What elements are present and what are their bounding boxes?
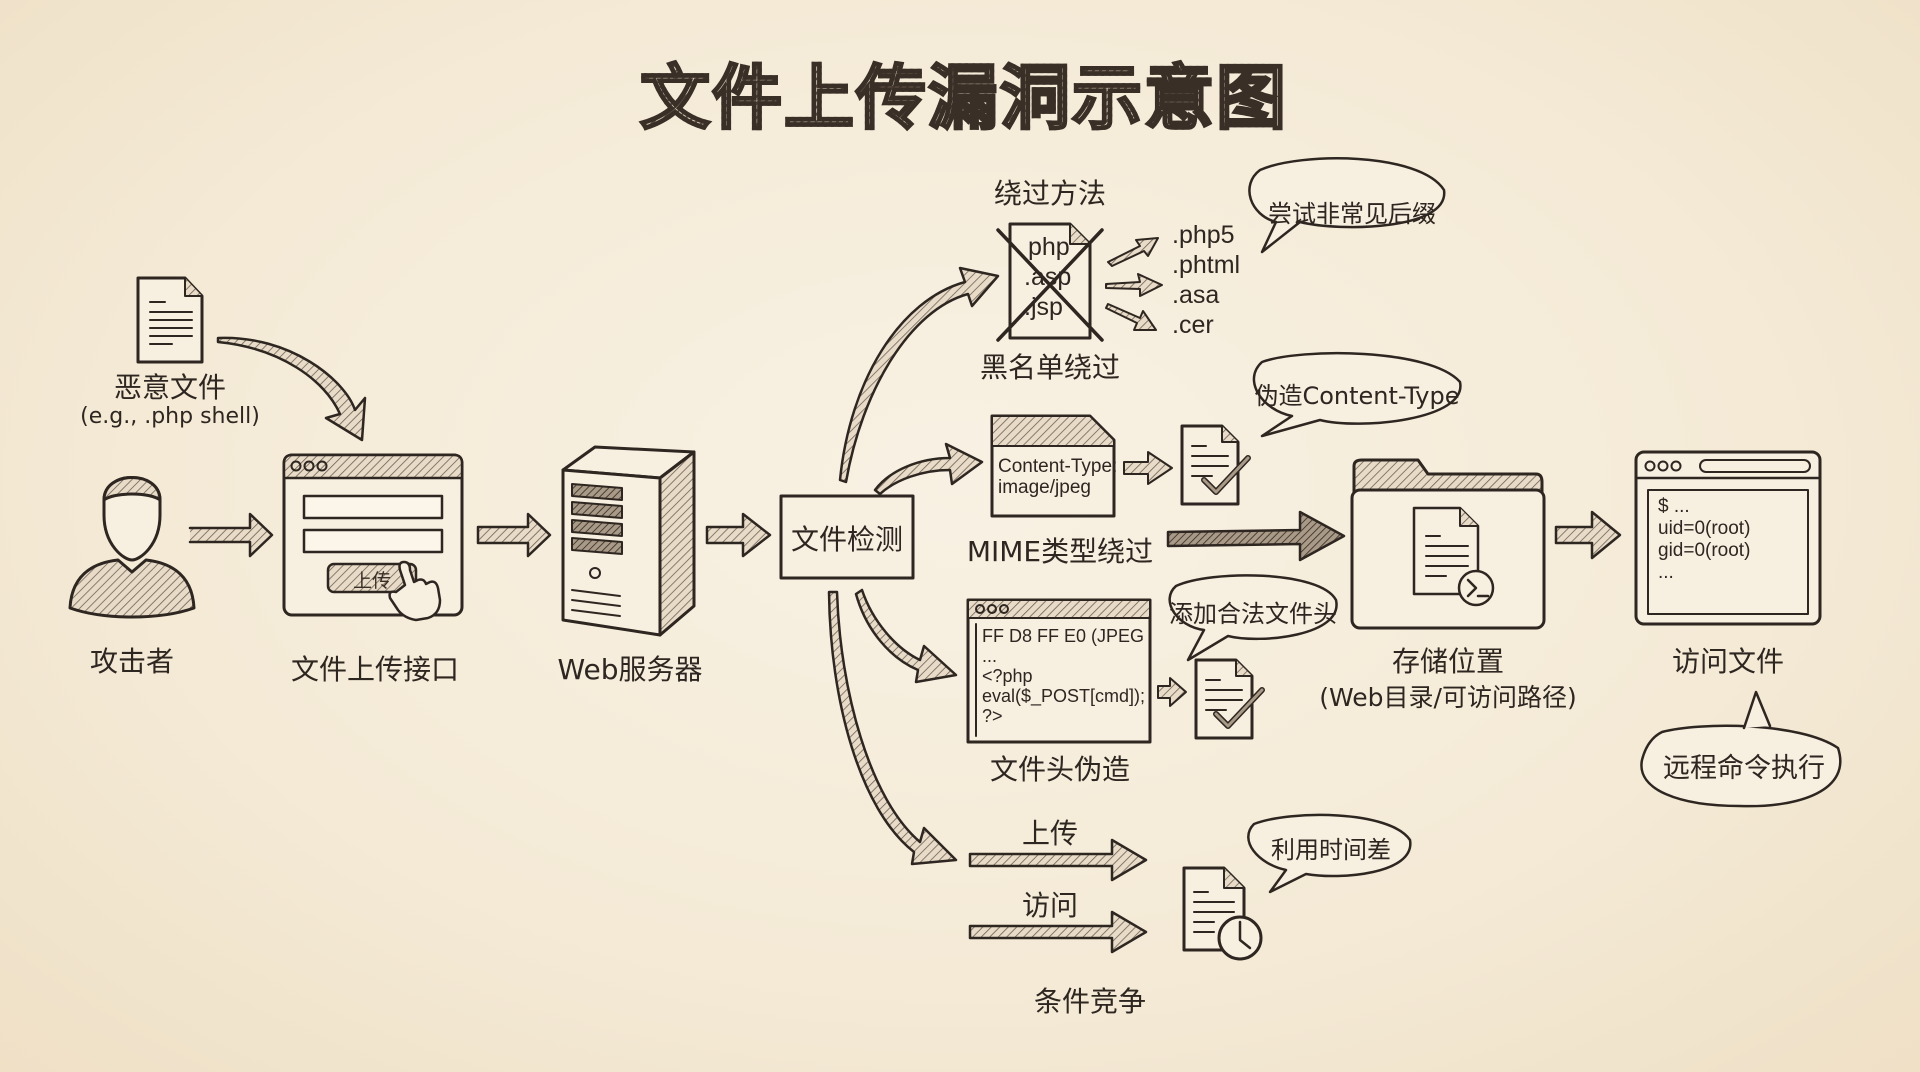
code-line: <?php bbox=[982, 666, 1033, 686]
code-line: ... bbox=[982, 646, 998, 666]
arrow-interface-to-server bbox=[476, 512, 552, 558]
mime-bubble-text: 伪造Content-Type bbox=[1254, 382, 1460, 410]
access-terminal-window-icon bbox=[1634, 450, 1822, 626]
blacklist-small-arrows bbox=[1105, 237, 1163, 331]
code-line: FF D8 FF E0 (JPEG bbox=[982, 626, 1145, 646]
storage-folder-icon bbox=[1350, 458, 1546, 630]
web-server-icon bbox=[561, 445, 696, 637]
access-file-label: 访问文件 bbox=[1671, 645, 1784, 678]
race-document-clock-icon bbox=[1182, 866, 1263, 961]
race-access-label: 访问 bbox=[1021, 889, 1078, 922]
web-server-label: Web服务器 bbox=[557, 653, 703, 686]
blacklist-crossed-document-icon bbox=[996, 222, 1104, 342]
terminal-line: $ ... bbox=[1658, 496, 1690, 517]
race-bubble-text: 利用时间差 bbox=[1271, 836, 1391, 864]
terminal-line: ... bbox=[1658, 562, 1674, 583]
code-line: ?> bbox=[982, 706, 1003, 726]
mime-line: Content-Type: bbox=[998, 456, 1118, 477]
mime-line: image/jpeg bbox=[998, 477, 1091, 498]
alt-ext: .cer bbox=[1172, 311, 1214, 339]
blocked-ext: .jsp bbox=[1024, 293, 1063, 321]
mime-request-document-icon bbox=[990, 414, 1116, 518]
blocked-ext: .asp bbox=[1024, 263, 1072, 291]
header-accepted-document-icon bbox=[1194, 658, 1265, 740]
blacklist-bubble-text: 尝试非常见后缀 bbox=[1268, 200, 1436, 228]
code-line: eval($_POST[cmd]); bbox=[982, 686, 1146, 706]
upload-interface-label: 文件上传接口 bbox=[290, 653, 459, 686]
file-check-box bbox=[779, 494, 915, 580]
arrow-mime-to-check bbox=[1123, 451, 1173, 485]
malicious-file-label: 恶意文件 bbox=[113, 371, 226, 404]
alternative-extensions: .php5 .phtml .asa .cer bbox=[1172, 220, 1240, 340]
race-upload-label: 上传 bbox=[1021, 817, 1078, 850]
race-label: 条件竞争 bbox=[1033, 985, 1146, 1018]
rce-bubble-text: 远程命令执行 bbox=[1663, 753, 1825, 784]
mime-content-type: Content-Type: image/jpeg bbox=[998, 456, 1117, 498]
arrow-to-blacklist bbox=[838, 266, 1000, 484]
storage-label: 存储位置 bbox=[1391, 645, 1504, 678]
curved-arrow-file-to-interface bbox=[216, 336, 367, 442]
alt-ext: .php5 bbox=[1172, 221, 1235, 249]
arrow-storage-to-access bbox=[1554, 510, 1622, 560]
terminal-output: $ ... uid=0(root) gid=0(root) ... bbox=[1658, 496, 1750, 584]
upload-interface-window-icon bbox=[282, 453, 464, 622]
blacklist-label: 黑名单绕过 bbox=[979, 351, 1120, 384]
terminal-line: uid=0(root) bbox=[1658, 518, 1751, 539]
file-header-code-window-icon bbox=[966, 598, 1152, 744]
page-title: 文件上传漏洞示意图 bbox=[639, 42, 1288, 143]
mime-accepted-document-icon bbox=[1180, 424, 1251, 506]
terminal-line: gid=0(root) bbox=[1658, 540, 1751, 561]
malicious-file-sublabel: (e.g., .php shell) bbox=[80, 404, 260, 429]
arrow-to-header bbox=[854, 588, 958, 684]
speech-bubbles bbox=[1168, 157, 1842, 894]
arrow-to-mime bbox=[873, 442, 984, 496]
alt-ext: .asa bbox=[1172, 281, 1220, 309]
header-code: FF D8 FF E0 (JPEG ... <?php eval($_POST[… bbox=[982, 626, 1145, 726]
file-check-label: 文件检测 bbox=[790, 523, 903, 556]
race-upload-arrow bbox=[968, 838, 1148, 882]
attacker-person-icon bbox=[68, 476, 196, 619]
alt-ext: .phtml bbox=[1172, 251, 1241, 279]
blocked-ext: php bbox=[1028, 233, 1070, 261]
race-access-arrow bbox=[968, 910, 1148, 954]
malicious-file-document-icon bbox=[136, 276, 204, 364]
upload-button[interactable]: 上传 bbox=[352, 570, 391, 592]
mime-label: MIME类型绕过 bbox=[966, 535, 1154, 568]
arrow-server-to-check bbox=[705, 512, 772, 558]
bypass-heading: 绕过方法 bbox=[993, 177, 1106, 210]
arrow-to-race bbox=[827, 590, 958, 866]
arrow-header-to-check bbox=[1157, 677, 1187, 707]
blocked-extensions: php .asp .jsp bbox=[1024, 232, 1071, 322]
arrow-attacker-to-interface bbox=[188, 512, 274, 558]
storage-sublabel: (Web目录/可访问路径) bbox=[1319, 683, 1577, 712]
arrow-mime-to-storage bbox=[1166, 510, 1346, 562]
header-bubble-text: 添加合法文件头 bbox=[1169, 600, 1337, 628]
attacker-label: 攻击者 bbox=[89, 645, 174, 678]
header-label: 文件头伪造 bbox=[989, 753, 1130, 786]
